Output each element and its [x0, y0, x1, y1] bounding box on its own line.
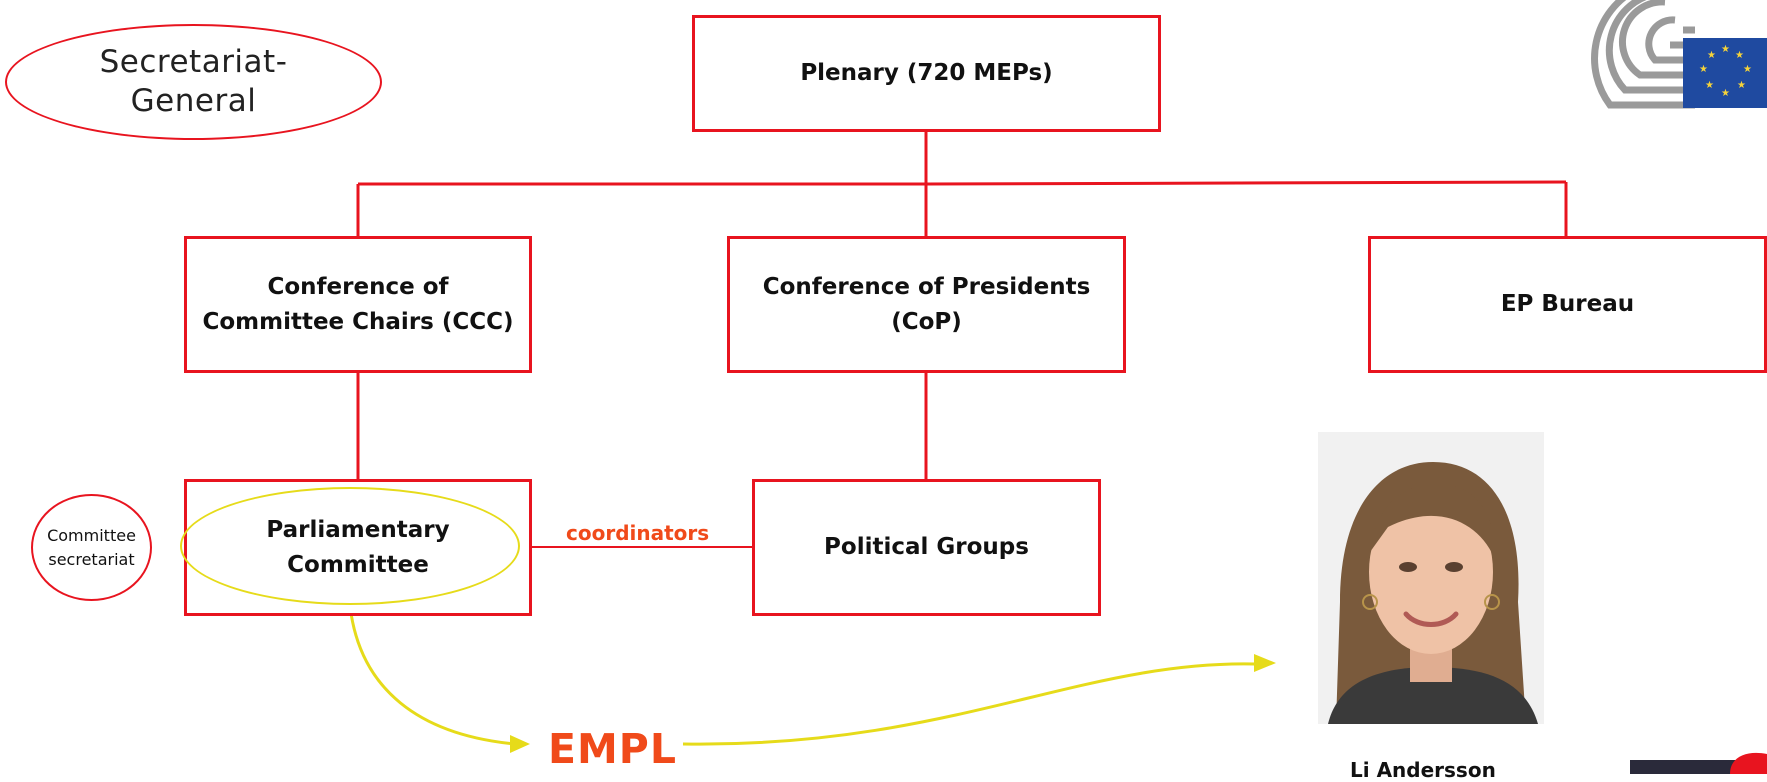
svg-text:★: ★ [1721, 88, 1730, 99]
eu-flag-icon: ★ ★ ★ ★ ★ ★ ★ ★ [1683, 38, 1767, 108]
empl-label: EMPL [548, 725, 677, 773]
cop-box: Conference of Presidents (CoP) [727, 236, 1126, 373]
secretariat-general-label: Secretariat- General [99, 44, 288, 119]
european-parliament-logo: ★ ★ ★ ★ ★ ★ ★ ★ [1515, 0, 1767, 140]
groups-label: Political Groups [824, 534, 1029, 560]
arrow-committee-to-empl [348, 605, 516, 746]
arrowhead-empl [510, 735, 530, 753]
bureau-box: EP Bureau [1368, 236, 1767, 373]
arrow-empl-to-person [682, 662, 1256, 746]
coordinators-label: coordinators [566, 521, 710, 545]
plenary-box: Plenary (720 MEPs) [692, 15, 1161, 132]
connector-horizontal-right [925, 180, 1567, 186]
committee-highlight-oval [180, 487, 520, 605]
portrait-photo [1318, 432, 1544, 724]
groups-box: Political Groups [752, 479, 1101, 616]
svg-text:★: ★ [1705, 80, 1714, 91]
partner-logo-icon [1630, 752, 1767, 774]
person-name: Li Andersson [1350, 758, 1496, 782]
committee-secretariat-oval: Committee secretariat [31, 494, 152, 601]
hemicycle-icon: ★ ★ ★ ★ ★ ★ ★ ★ [1591, 0, 1767, 109]
svg-text:★: ★ [1737, 80, 1746, 91]
svg-text:★: ★ [1699, 64, 1708, 75]
ccc-label: Conference of Committee Chairs (CCC) [202, 273, 514, 335]
portrait-icon [1318, 432, 1544, 724]
svg-text:★: ★ [1721, 44, 1730, 55]
committee-secretariat-label: Committee secretariat [47, 525, 136, 569]
secretariat-general-oval: Secretariat- General [5, 24, 382, 140]
cop-label: Conference of Presidents (CoP) [762, 273, 1091, 335]
bureau-label: EP Bureau [1500, 291, 1635, 317]
ccc-box: Conference of Committee Chairs (CCC) [184, 236, 532, 373]
svg-text:★: ★ [1735, 50, 1744, 61]
svg-text:★: ★ [1707, 50, 1716, 61]
plenary-label: Plenary (720 MEPs) [800, 60, 1053, 86]
arrowhead-person [1254, 654, 1276, 672]
partner-logo [1630, 748, 1767, 774]
svg-text:★: ★ [1743, 64, 1752, 75]
